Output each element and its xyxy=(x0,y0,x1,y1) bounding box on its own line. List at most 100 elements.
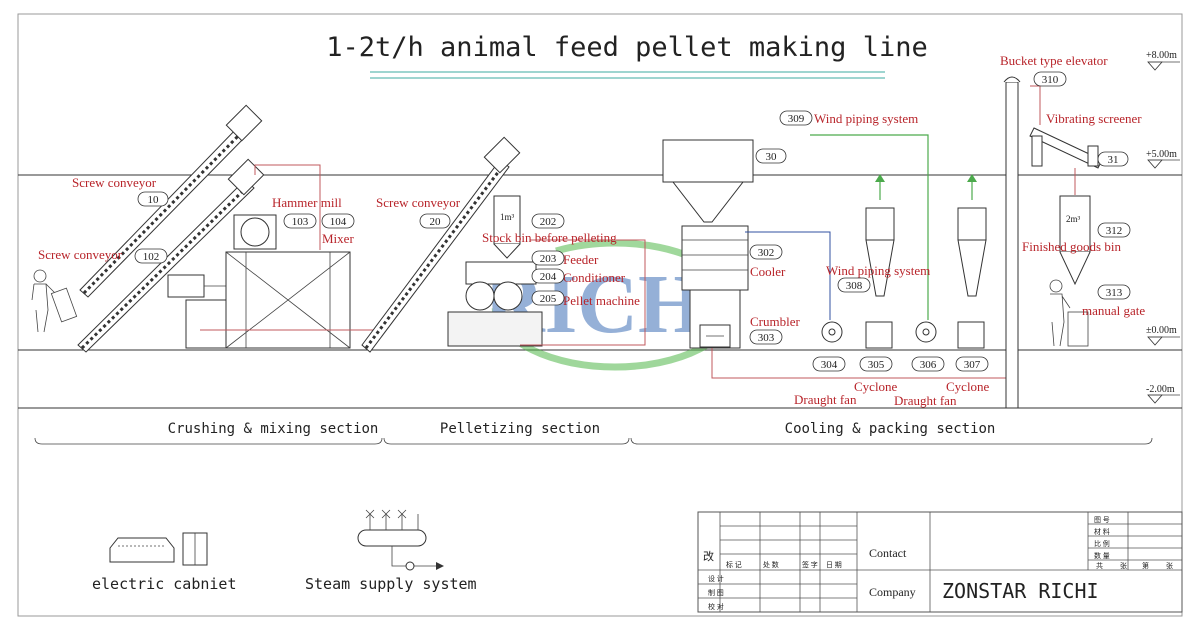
exhaust-arrowhead-1 xyxy=(875,174,885,182)
svg-text:205: 205 xyxy=(540,293,557,305)
svg-text:307: 307 xyxy=(964,359,981,371)
label-wind-piping-2: Wind piping system xyxy=(826,263,930,278)
tb-header-3: 日 期 xyxy=(826,561,842,569)
label-screw-conveyor-3: Screw conveyor xyxy=(376,195,461,210)
tb-header-2: 签 字 xyxy=(802,560,818,569)
title-block xyxy=(697,511,1183,613)
electric-cabinet-symbol xyxy=(109,532,208,566)
balloon-20: 20 xyxy=(419,213,451,229)
wind-piping-main xyxy=(810,134,929,320)
balloon-313: 313 xyxy=(1097,284,1131,300)
level-marker-8m: +8.00m xyxy=(1146,50,1180,71)
tb-right-row-3: 数 量 xyxy=(1094,551,1110,560)
label-wind-piping-1: Wind piping system xyxy=(814,111,918,126)
label-feeder: Feeder xyxy=(563,252,599,267)
label-finished-goods-bin: Finished goods bin xyxy=(1022,239,1121,254)
screw-conveyor-10 xyxy=(79,104,263,298)
tb-right-row-1: 材 料 xyxy=(1094,527,1110,536)
svg-text:104: 104 xyxy=(330,216,347,228)
tb-company-name: ZONSTAR RICHI xyxy=(942,579,1099,603)
balloon-305: 305 xyxy=(859,356,893,372)
label-draught-fan-2: Draught fan xyxy=(894,393,957,408)
vibrating-screener-31 xyxy=(1029,127,1103,169)
svg-text:30: 30 xyxy=(766,151,778,163)
tb-gai: 改 xyxy=(703,549,714,563)
tb-bottom-1: 张 xyxy=(1120,561,1127,570)
section-bracket-crushing: Crushing & mixing section xyxy=(34,421,383,445)
label-screw-conveyor-1: Screw conveyor xyxy=(72,175,157,190)
draught-fan-304 xyxy=(821,321,843,343)
cyclone-305 xyxy=(865,207,895,349)
balloon-204: 204 xyxy=(531,268,565,284)
svg-text:312: 312 xyxy=(1106,225,1123,237)
balloon-102: 102 xyxy=(134,248,168,264)
svg-text:31: 31 xyxy=(1108,154,1119,166)
svg-text:309: 309 xyxy=(788,113,805,125)
tb-right-row-2: 比 例 xyxy=(1094,539,1110,548)
label-cyclone-1: Cyclone xyxy=(854,379,898,394)
crumbler-303 xyxy=(699,324,731,348)
balloon-10: 10 xyxy=(137,191,169,207)
pipe-mill-mixer xyxy=(254,164,321,250)
tb-left-row-0: 设 计 xyxy=(708,574,724,583)
svg-text:1m³: 1m³ xyxy=(500,212,515,222)
label-cyclone-2: Cyclone xyxy=(946,379,990,394)
svg-text:304: 304 xyxy=(821,359,838,371)
balloon-202: 202 xyxy=(531,213,565,229)
svg-text:302: 302 xyxy=(758,247,775,259)
drawing-title: 1-2t/h animal feed pellet making line xyxy=(326,32,927,63)
level-marker-5m: +5.00m xyxy=(1146,149,1180,169)
svg-text:102: 102 xyxy=(143,251,160,263)
svg-text:308: 308 xyxy=(846,280,863,292)
tb-bottom-2: 第 xyxy=(1142,561,1149,570)
svg-text:-2.00m: -2.00m xyxy=(1146,384,1175,395)
balloon-104: 104 xyxy=(321,213,355,229)
worker-figure-left xyxy=(31,269,78,333)
tb-company-label: Company xyxy=(869,585,916,599)
label-stock-bin: Stock bin before pelleting xyxy=(482,230,617,245)
svg-text:Pelletizing section: Pelletizing section xyxy=(440,421,600,437)
label-pellet-machine: Pellet machine xyxy=(563,293,640,308)
balloon-31: 31 xyxy=(1097,151,1129,167)
stock-bin-202: 1m³ xyxy=(493,195,521,259)
balloon-308: 308 xyxy=(837,277,871,293)
exhaust-arrowhead-2 xyxy=(967,174,977,182)
balloon-203: 203 xyxy=(531,250,565,266)
label-crumbler: Crumbler xyxy=(750,314,800,329)
balloon-30: 30 xyxy=(755,148,787,164)
pellet-machine-205 xyxy=(447,261,543,347)
legend-steam-supply: Steam supply system xyxy=(305,575,477,593)
label-cooler: Cooler xyxy=(750,264,786,279)
svg-text:2m³: 2m³ xyxy=(1066,214,1081,224)
tb-left-row-2: 校 对 xyxy=(708,602,724,611)
cyclone-307 xyxy=(957,207,987,349)
section-bracket-cooling: Cooling & packing section xyxy=(630,421,1153,445)
svg-text:202: 202 xyxy=(540,216,557,228)
worker-figure-right xyxy=(1049,279,1089,347)
svg-text:313: 313 xyxy=(1106,287,1123,299)
balloon-103: 103 xyxy=(283,213,317,229)
balloon-205: 205 xyxy=(531,290,565,306)
svg-text:+5.00m: +5.00m xyxy=(1146,149,1177,160)
tb-bottom-3: 张 xyxy=(1166,561,1173,570)
balloon-306: 306 xyxy=(911,356,945,372)
pipe-crumbler-to-elevator xyxy=(711,348,1010,379)
svg-text:310: 310 xyxy=(1042,74,1059,86)
svg-text:306: 306 xyxy=(920,359,937,371)
cooler-302 xyxy=(662,139,754,349)
balloon-303: 303 xyxy=(749,329,783,345)
screw-conveyor-20 xyxy=(361,136,521,353)
label-vibrating-screener: Vibrating screener xyxy=(1046,111,1142,126)
svg-text:10: 10 xyxy=(148,194,160,206)
tb-header-0: 标 记 xyxy=(726,560,742,569)
tb-bottom-0: 共 xyxy=(1096,561,1103,570)
svg-text:305: 305 xyxy=(868,359,885,371)
svg-text:±0.00m: ±0.00m xyxy=(1146,325,1177,336)
level-marker-0m: ±0.00m xyxy=(1146,325,1180,346)
svg-text:303: 303 xyxy=(758,332,775,344)
section-bracket-pelletizing: Pelletizing section xyxy=(383,421,630,445)
balloon-307: 307 xyxy=(955,356,989,372)
legend-electric-cabinet: electric cabniet xyxy=(92,575,237,593)
